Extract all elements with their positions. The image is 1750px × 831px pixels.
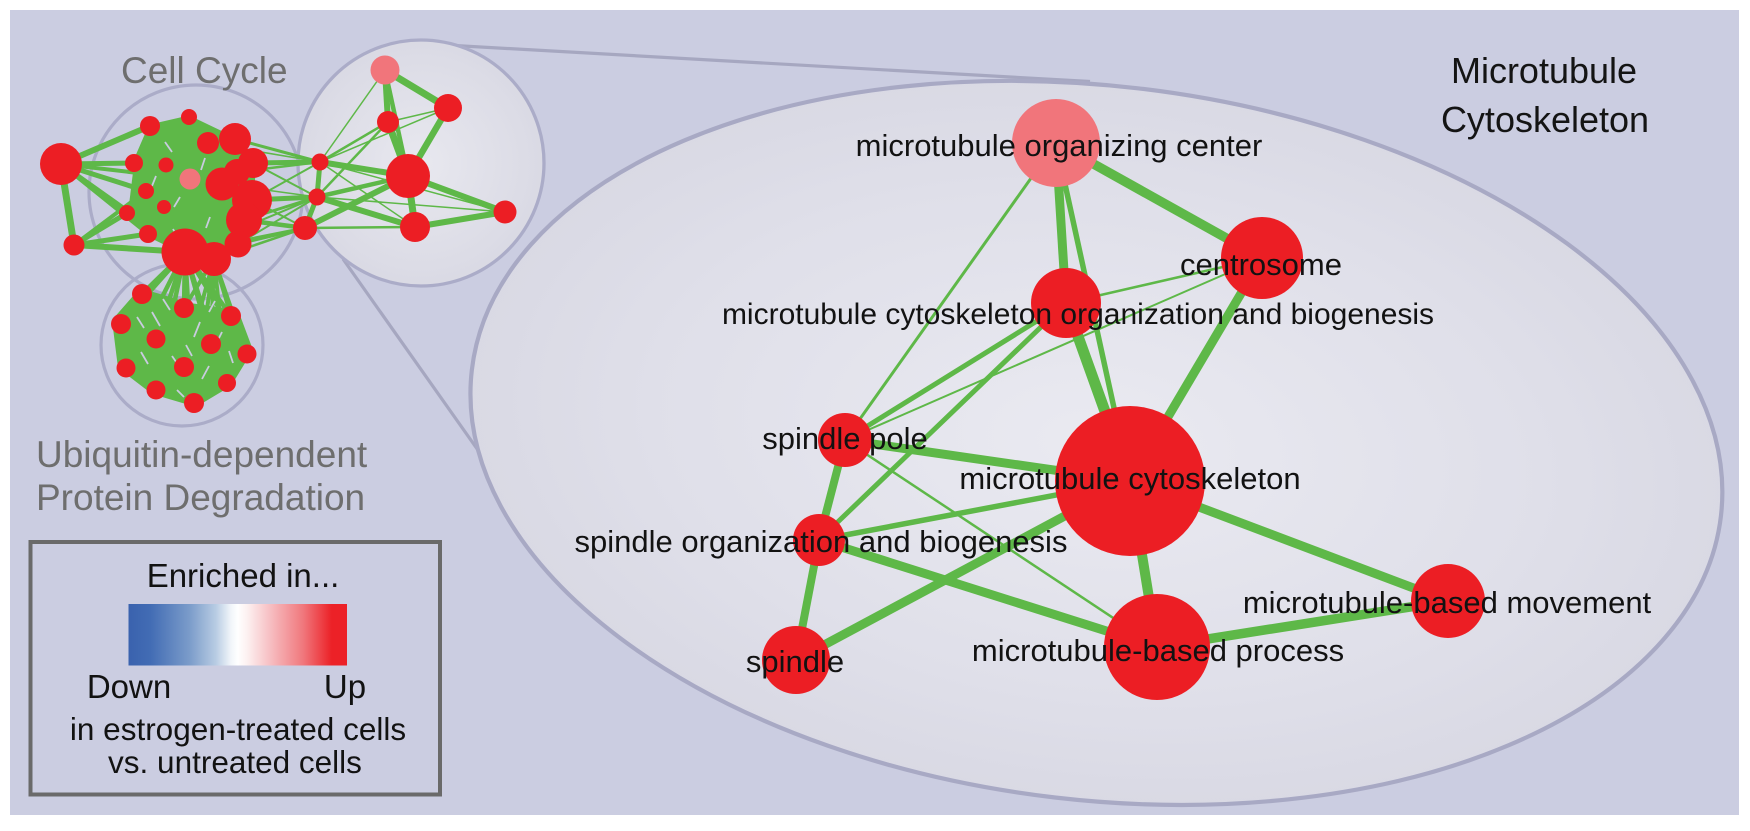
svg-text:vs. untreated cells: vs. untreated cells [108,744,362,780]
svg-text:microtubule-based movement: microtubule-based movement [1243,585,1652,620]
svg-text:Cytoskeleton: Cytoskeleton [1441,99,1649,140]
svg-text:Enriched in...: Enriched in... [147,557,340,594]
svg-text:spindle: spindle [746,644,844,679]
svg-text:in estrogen-treated cells: in estrogen-treated cells [70,711,406,747]
svg-text:spindle organization and bioge: spindle organization and biogenesis [575,524,1068,559]
svg-text:microtubule cytoskeleton organ: microtubule cytoskeleton organization an… [722,298,1434,331]
svg-text:microtubule-based process: microtubule-based process [972,633,1344,668]
svg-text:Ubiquitin-dependent: Ubiquitin-dependent [36,434,368,475]
svg-text:Up: Up [324,668,366,705]
svg-text:spindle pole: spindle pole [762,421,927,456]
svg-text:microtubule cytoskeleton: microtubule cytoskeleton [959,461,1300,496]
svg-text:Down: Down [87,668,171,705]
svg-text:Cell Cycle: Cell Cycle [121,50,288,91]
svg-text:Microtubule: Microtubule [1451,50,1637,91]
svg-text:Protein Degradation: Protein Degradation [36,477,365,518]
svg-text:microtubule organizing center: microtubule organizing center [856,128,1263,163]
svg-text:centrosome: centrosome [1180,247,1342,282]
